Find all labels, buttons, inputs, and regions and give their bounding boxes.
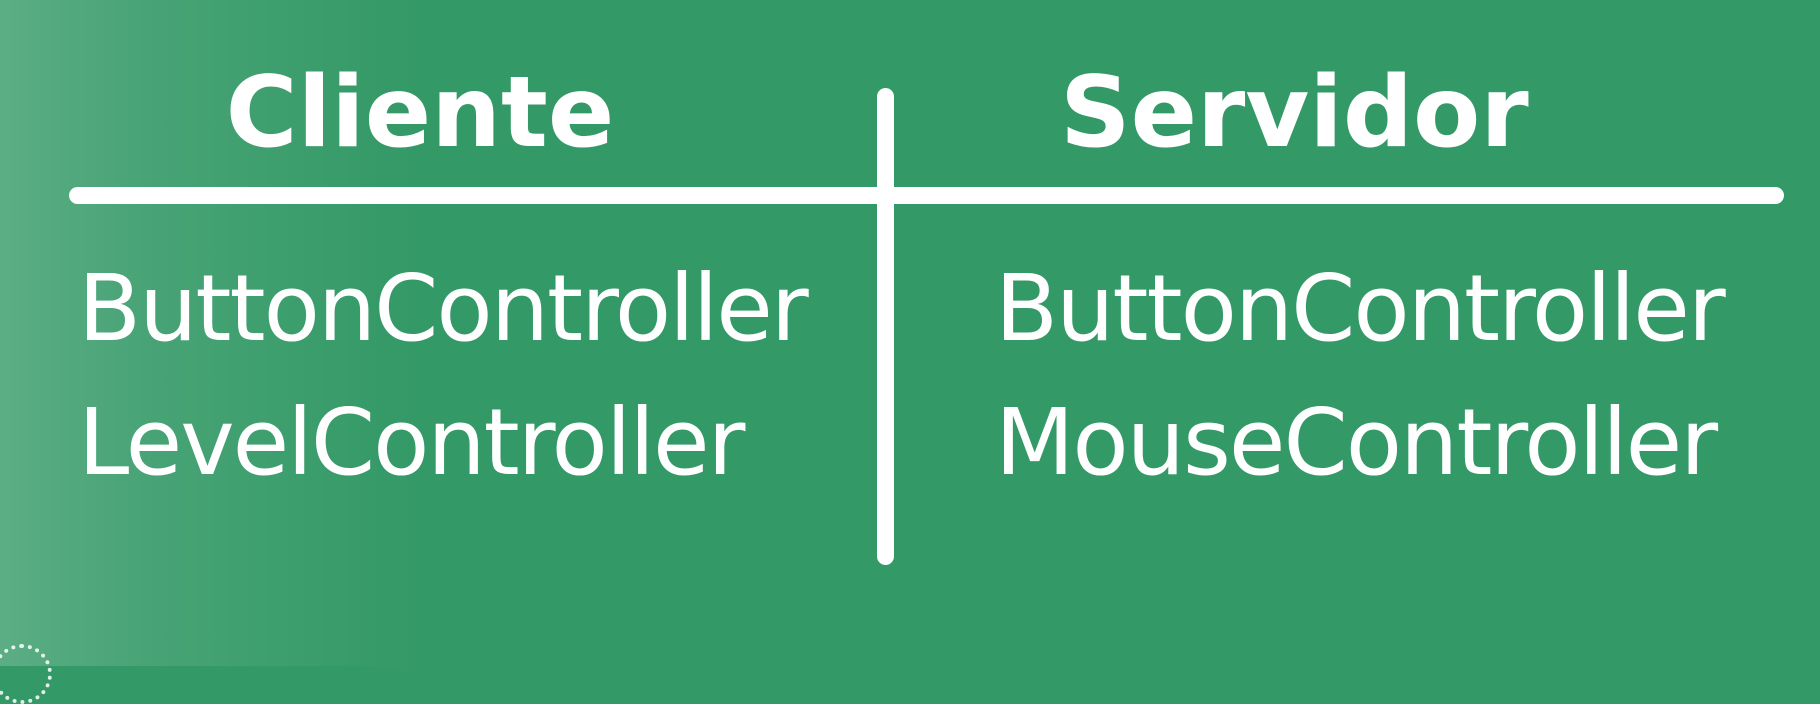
client-item-level-controller: LevelController [78,389,745,496]
vertical-divider [877,88,894,565]
server-column-title: Servidor [1060,56,1529,170]
server-item-button-controller: ButtonController [995,255,1726,362]
client-controller-list: ButtonController LevelController [78,242,809,510]
server-controller-list: ButtonController MouseController [995,242,1726,510]
client-item-button-controller: ButtonController [78,255,809,362]
horizontal-divider [69,187,1784,204]
server-item-mouse-controller: MouseController [995,389,1718,496]
client-column-title: Cliente [225,56,615,170]
badge-icon [0,644,52,704]
